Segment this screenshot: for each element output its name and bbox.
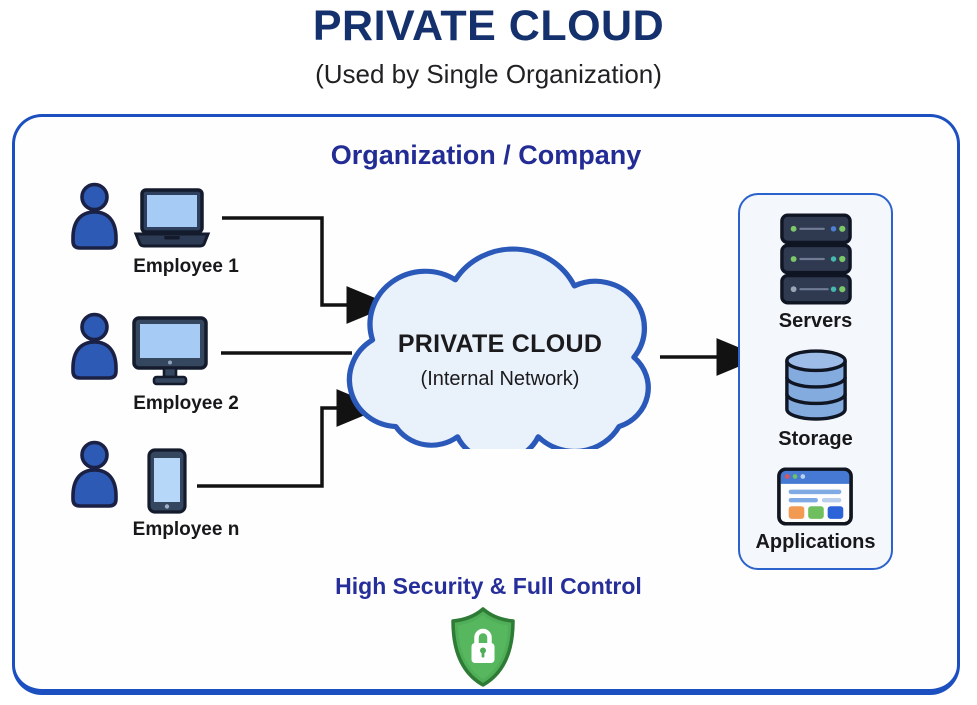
employee-2-label: Employee 2 xyxy=(133,393,239,414)
resources-panel: Servers Storage Applications xyxy=(738,193,893,570)
browser-window-icon xyxy=(777,467,854,526)
employee-n-label: Employee n xyxy=(132,519,240,540)
resource-applications: Applications xyxy=(755,467,876,564)
page-subtitle: (Used by Single Organization) xyxy=(315,59,662,89)
employee-2-group: Employee 2 xyxy=(66,312,296,422)
page-title: PRIVATE CLOUD xyxy=(312,2,665,50)
applications-label: Applications xyxy=(755,531,876,553)
servers-label: Servers xyxy=(778,310,853,332)
security-label: High Security & Full Control xyxy=(335,573,642,599)
person-icon xyxy=(71,440,118,508)
arrow-employee-n-to-cloud xyxy=(197,389,382,488)
cloud-title: PRIVATE CLOUD xyxy=(397,330,603,358)
desktop-monitor-icon xyxy=(132,316,208,386)
arrow-employee1-to-cloud xyxy=(222,216,392,324)
server-rack-icon xyxy=(779,213,852,305)
organization-title: Organization / Company xyxy=(330,140,642,170)
shield-lock-icon xyxy=(451,607,515,687)
employee-n-group: Employee n xyxy=(66,440,296,550)
laptop-icon xyxy=(133,188,211,248)
person-icon xyxy=(71,312,118,380)
storage-label: Storage xyxy=(778,428,853,450)
employee-1-label: Employee 1 xyxy=(133,256,239,277)
person-icon xyxy=(71,182,118,250)
smartphone-icon xyxy=(147,448,187,514)
private-cloud-shape xyxy=(346,246,651,449)
resource-servers: Servers xyxy=(779,213,853,343)
database-icon xyxy=(784,349,847,421)
cloud-subtitle: (Internal Network) xyxy=(420,368,580,390)
employee-1-group: Employee 1 xyxy=(66,182,296,282)
resource-storage: Storage xyxy=(778,349,853,461)
